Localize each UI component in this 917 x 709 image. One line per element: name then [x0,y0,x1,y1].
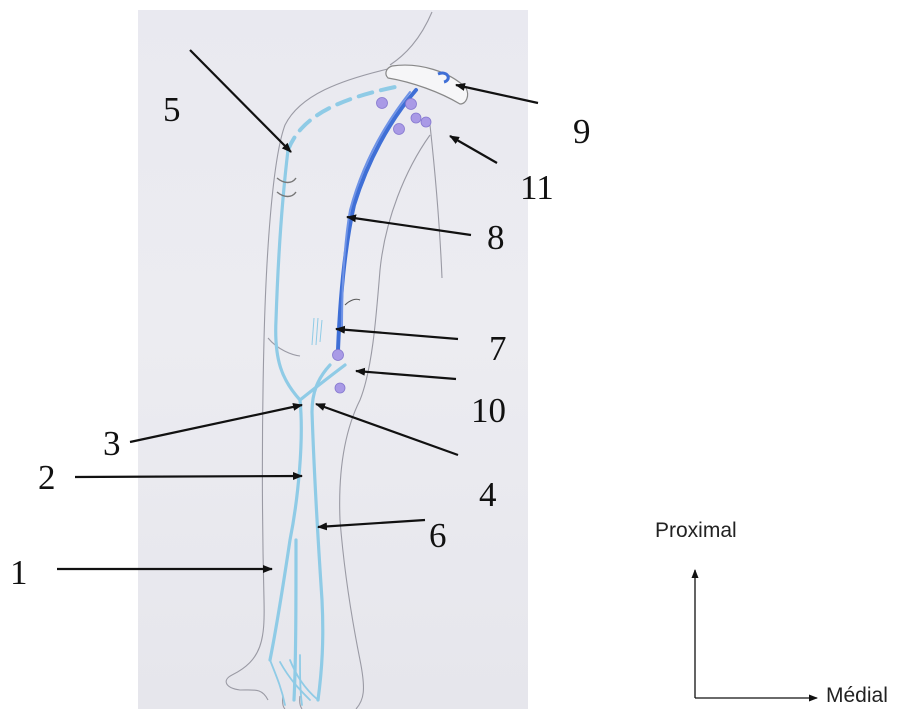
arrow-8 [347,217,471,235]
ligature-marks [277,178,296,197]
label-11: 11 [520,170,554,205]
arm-outline [226,12,442,709]
arrow-2 [75,476,302,477]
label-9: 9 [573,114,591,149]
label-4: 4 [479,477,497,512]
label-8: 8 [487,220,505,255]
arrow-4 [316,404,458,455]
arrow-3 [130,405,302,442]
arrow-11 [450,136,497,163]
shoulder-band [386,65,468,104]
label-5: 5 [163,92,181,127]
arrow-7 [336,329,458,339]
label-6: 6 [429,518,447,553]
medial-label: Médial [826,684,888,708]
elbow-sketch [312,299,360,345]
label-10: 10 [471,393,506,428]
label-2: 2 [38,460,56,495]
arrow-6 [318,520,425,527]
proximal-label: Proximal [655,519,737,543]
arrow-9 [456,85,538,103]
arrow-10 [356,371,456,379]
superficial-veins [270,150,345,705]
arrow-5 [190,50,291,152]
label-1: 1 [10,555,28,590]
label-3: 3 [103,426,121,461]
orientation-axes [695,570,817,698]
label-7: 7 [489,331,507,366]
